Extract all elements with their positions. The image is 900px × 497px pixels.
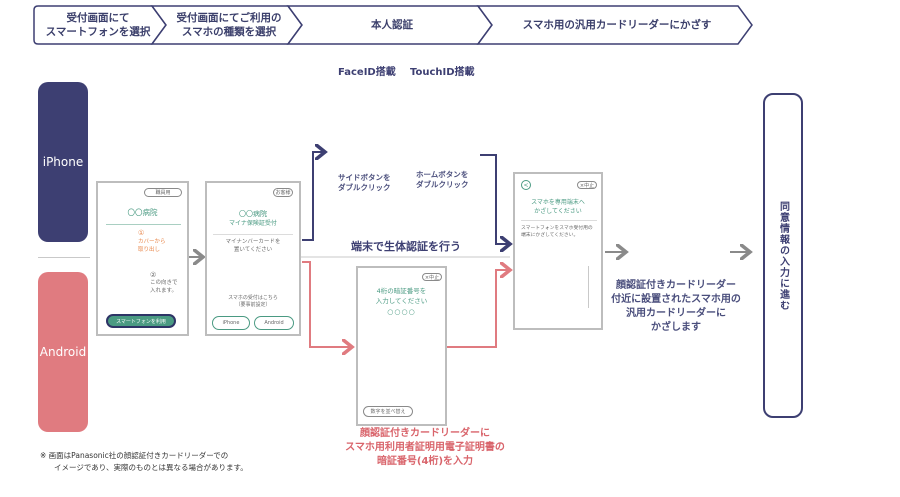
screen-select-smartphone: 職員用 〇〇病院 ① カバーから取り出し ② この向きで入れます。 スマートフォ… xyxy=(96,181,189,336)
hold-caption: 顔認証付きカードリーダー 付近に設置されたスマホ用の 汎用カードリーダーに かざ… xyxy=(606,279,746,335)
step-2-line2: スマホの種類を選択 xyxy=(181,26,277,38)
hospital-name: 〇〇病院 xyxy=(127,208,158,217)
hold-body: スマートフォンをスマホ受付用の 端末にかざしてください。 xyxy=(521,225,593,239)
android-button[interactable]: Android xyxy=(254,316,294,330)
pin-caption-l1: 顔認証付きカードリーダーに xyxy=(360,428,490,439)
hold-body-l2: 端末にかざしてください。 xyxy=(521,233,579,238)
iphone-button[interactable]: iPhone xyxy=(212,316,250,330)
step-1-line2: スマートフォンを選択 xyxy=(45,26,151,38)
iphone-tab-label: iPhone xyxy=(42,155,84,169)
step2-number: ② xyxy=(150,271,157,279)
cancel-badge[interactable]: ×中止 xyxy=(577,181,597,189)
hold-caption-l2: 付近に設置されたスマホ用の xyxy=(611,294,741,305)
arrow-android-up xyxy=(447,270,510,348)
faceid-label: FaceID搭載 xyxy=(338,67,396,78)
step-chevron-1 xyxy=(33,5,167,45)
home-button-label: ホームボタンを ダブルクリック xyxy=(416,170,469,190)
pin-title: 4桁の暗証番号を 入力してください xyxy=(358,286,445,306)
footnote: ※ 画面はPanasonic社の顔認証付きカードリーダーでの イメージであり、実… xyxy=(40,450,248,474)
touchid-label: TouchID搭載 xyxy=(410,67,475,78)
iphone-tab: iPhone xyxy=(38,82,88,242)
divider-gray xyxy=(521,220,597,221)
step2-text-l2: 入れます。 xyxy=(150,288,177,294)
instruction-l2: 置いてください xyxy=(233,247,273,253)
biometric-heading: 端末で生体認証を行う xyxy=(351,240,461,253)
android-tab: Android xyxy=(38,272,88,432)
divider-gray xyxy=(213,234,293,235)
smartphone-note: スマホの受付はこちら （要事前設定） xyxy=(207,295,299,309)
hold-title-l1: スマホを専用端末へ xyxy=(531,199,585,206)
customer-badge: お客様 xyxy=(273,188,293,197)
step-2-label: 受付画面にてご利用のスマホの種類を選択 xyxy=(166,7,292,43)
hold-title: スマホを専用端末へ かざしてください xyxy=(515,198,601,216)
shuffle-digits-button[interactable]: 数字を並べ替え xyxy=(363,406,413,417)
footnote-l2: イメージであり、実際のものとは異なる場合があります。 xyxy=(54,463,248,472)
arrow-iphone-up xyxy=(302,152,325,241)
arrow-iphone-down xyxy=(480,154,510,244)
hold-caption-l4: かざします xyxy=(651,322,701,333)
divider-left xyxy=(38,257,90,258)
hold-caption-l1: 顔認証付きカードリーダー xyxy=(616,280,736,291)
step-3-line1: 本人認証 xyxy=(371,19,413,31)
pin-title-l1: 4桁の暗証番号を xyxy=(376,287,427,295)
home-button-l2: ダブルクリック xyxy=(416,180,469,189)
use-smartphone-button[interactable]: スマートフォンを利用 xyxy=(106,314,176,328)
place-card-instruction: マイナンバーカードを 置いてください xyxy=(207,238,299,254)
hold-caption-l3: 汎用カードリーダーに xyxy=(626,308,726,319)
step-chevron-4 xyxy=(476,5,753,45)
proceed-consent-label: 同意情報の入力に進む xyxy=(777,200,789,311)
smartphone-note-l2: （要事前設定） xyxy=(235,302,271,308)
side-button-label: サイドボタンを ダブルクリック xyxy=(338,173,391,193)
step-4-label: スマホ用の汎用カードリーダーにかざす xyxy=(492,7,742,43)
pin-title-l2: 入力してください xyxy=(375,297,428,305)
divider-green xyxy=(106,224,181,225)
side-button-l2: ダブルクリック xyxy=(338,183,391,192)
screen-pin-entry: ×中止 4桁の暗証番号を 入力してください ○○○○ 数字を並べ替え xyxy=(356,266,447,426)
step-1-label: 受付画面にてスマートフォンを選択 xyxy=(38,7,158,43)
process-steps xyxy=(33,5,753,45)
step1-text-l2: 取り出し xyxy=(138,247,161,253)
back-icon[interactable]: < xyxy=(521,180,531,190)
screen-select-phone-type: お客様 〇〇病院 マイナ保険証受付 マイナンバーカードを 置いてください スマホ… xyxy=(205,181,301,336)
step2-text-l1: この向きで xyxy=(150,280,178,286)
step-4-line1: スマホ用の汎用カードリーダーにかざす xyxy=(522,19,712,31)
step-3-label: 本人認証 xyxy=(302,7,482,43)
arrow-android-down xyxy=(302,261,352,347)
screen-hold-reader: < ×中止 スマホを専用端末へ かざしてください スマートフォンをスマホ受付用の… xyxy=(513,172,603,330)
hold-title-l2: かざしてください xyxy=(534,208,582,215)
pin-caption-l3: 暗証番号(4桁)を入力 xyxy=(376,456,474,467)
pin-caption-l2: スマホ用利用者証明用電子証明書の xyxy=(345,442,505,453)
step2-text: この向きで入れます。 xyxy=(150,279,178,295)
pin-dots: ○○○○ xyxy=(387,308,416,316)
footnote-l1: ※ 画面はPanasonic社の顔認証付きカードリーダーでの xyxy=(40,451,229,460)
hold-body-l1: スマートフォンをスマホ受付用の xyxy=(521,226,593,231)
pin-caption: 顔認証付きカードリーダーに スマホ用利用者証明用電子証明書の 暗証番号(4桁)を… xyxy=(300,427,550,469)
side-button-l1: サイドボタンを xyxy=(338,173,391,182)
screen2-title: 〇〇病院 マイナ保険証受付 xyxy=(207,210,299,228)
screen2-title-l2: マイナ保険証受付 xyxy=(229,220,277,227)
step-2-line1: 受付画面にてご利用の xyxy=(176,12,282,24)
android-tab-label: Android xyxy=(39,345,87,359)
proceed-consent-box: 同意情報の入力に進む xyxy=(763,93,803,418)
step1-number: ① xyxy=(138,229,145,237)
cancel-badge[interactable]: ×中止 xyxy=(422,273,442,281)
step-1-line1: 受付画面にて xyxy=(66,12,130,24)
instruction-l1: マイナンバーカードを xyxy=(225,239,281,245)
card-slot-line xyxy=(588,266,589,308)
smartphone-note-l1: スマホの受付はこちら xyxy=(228,295,278,301)
home-button-l1: ホームボタンを xyxy=(416,170,469,179)
step1-text: カバーから取り出し xyxy=(138,238,166,254)
staff-badge: 職員用 xyxy=(144,188,182,197)
screen2-title-l1: 〇〇病院 xyxy=(239,210,267,218)
step1-text-l1: カバーから xyxy=(138,239,166,245)
